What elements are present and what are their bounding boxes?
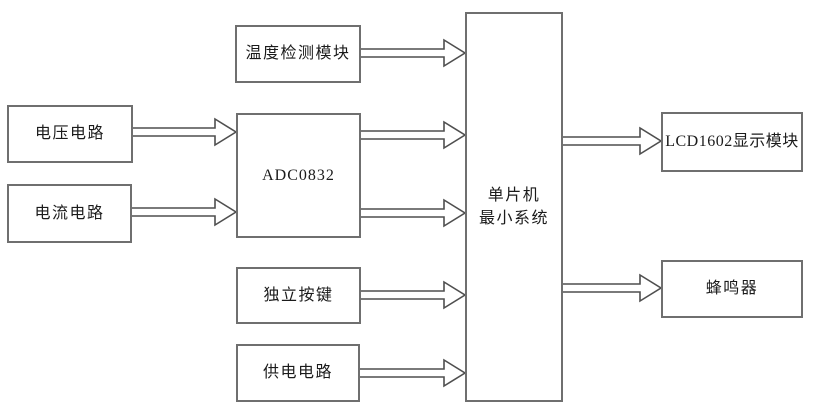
block-adc-label: ADC0832: [262, 166, 335, 184]
block-power-label: 供电电路: [262, 364, 333, 382]
block-keys-label: 独立按键: [263, 286, 334, 304]
arrow-voltage-to-adc: [133, 117, 238, 147]
arrow-adc-to-mcu-2: [361, 198, 467, 228]
block-mcu-minimal-system: 单片机 最小系统: [465, 12, 563, 402]
block-temp-detect-module: 温度检测模块: [235, 25, 361, 83]
block-temp-label: 温度检测模块: [245, 45, 351, 63]
block-mcu-label: 单片机 最小系统: [478, 186, 549, 227]
block-buzzer-label: 蜂鸣器: [705, 280, 759, 298]
arrow-keys-to-mcu: [361, 280, 467, 310]
arrow-adc-to-mcu-1: [361, 120, 467, 150]
arrow-current-to-adc: [132, 197, 238, 227]
arrow-temp-to-mcu: [361, 38, 467, 68]
arrow-power-to-mcu: [360, 358, 467, 388]
arrow-mcu-to-buzzer: [563, 273, 663, 303]
block-independent-keys: 独立按键: [236, 267, 361, 324]
block-current-label: 电流电路: [34, 204, 105, 222]
block-current-circuit: 电流电路: [7, 184, 132, 243]
block-lcd-label: LCD1602显示模块: [665, 133, 799, 151]
block-lcd1602-display-module: LCD1602显示模块: [661, 112, 803, 172]
block-adc0832: ADC0832: [236, 113, 361, 238]
block-voltage-label: 电压电路: [34, 125, 105, 143]
block-voltage-circuit: 电压电路: [7, 105, 133, 163]
block-power-supply-circuit: 供电电路: [236, 344, 360, 402]
block-buzzer: 蜂鸣器: [661, 260, 803, 318]
arrow-mcu-to-lcd: [563, 126, 663, 156]
